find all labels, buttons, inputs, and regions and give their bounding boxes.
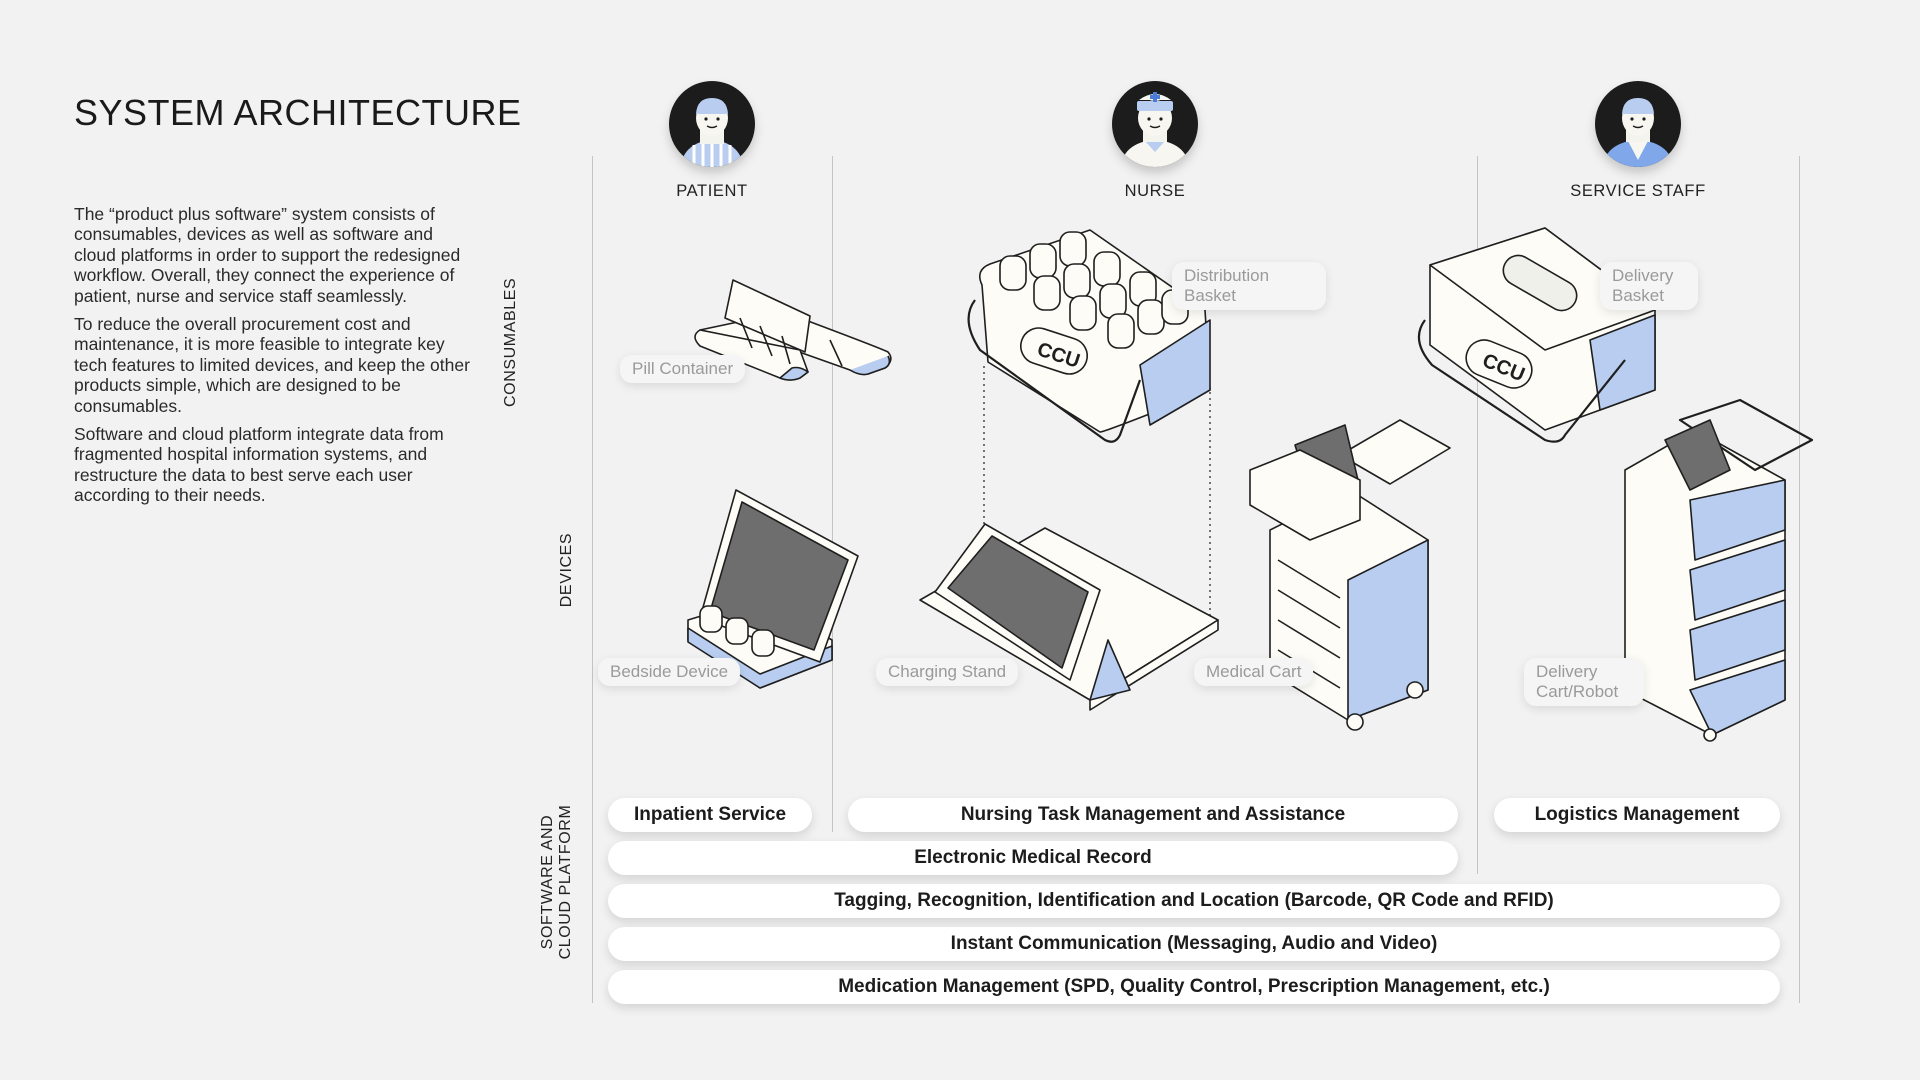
nurse-avatar-icon — [1112, 81, 1198, 167]
label-delivery-cart: Delivery Cart/Robot — [1524, 658, 1644, 706]
label-medical-cart: Medical Cart — [1194, 658, 1314, 686]
intro-paragraph-1: The “product plus software” system consi… — [74, 204, 461, 306]
software-inpatient-service: Inpatient Service — [608, 798, 812, 832]
label-pill-container: Pill Container — [620, 355, 746, 383]
delivery-basket-illustration: CCU — [1417, 227, 1656, 443]
charging-stand-illustration — [919, 523, 1219, 711]
user-label-service-staff: SERVICE STAFF — [1570, 182, 1706, 200]
label-delivery-cart-line1: Delivery — [1536, 662, 1598, 681]
basket-to-stand-guides — [983, 366, 1211, 620]
column-divider-right — [1799, 156, 1800, 1003]
label-distribution-basket: Distribution Basket — [1172, 262, 1326, 310]
distribution-basket-illustration: CCU — [967, 229, 1211, 443]
page-title: SYSTEM ARCHITECTURE — [74, 92, 522, 133]
intro-paragraph-2: To reduce the overall procurement cost a… — [74, 314, 470, 416]
service-staff-avatar-icon — [1595, 81, 1681, 167]
column-divider-patient-nurse — [832, 156, 833, 832]
column-divider-left — [592, 156, 593, 1003]
label-charging-stand: Charging Stand — [876, 658, 1019, 686]
label-distribution-basket-line2: Basket — [1184, 286, 1236, 305]
user-label-patient: PATIENT — [676, 182, 748, 200]
software-tagging-recognition: Tagging, Recognition, Identification and… — [608, 884, 1780, 918]
label-distribution-basket-line1: Distribution — [1184, 266, 1270, 285]
pill-container-illustration — [694, 279, 892, 381]
software-instant-communication: Instant Communication (Messaging, Audio … — [608, 927, 1780, 961]
label-delivery-basket: Delivery Basket — [1600, 262, 1698, 310]
intro-paragraph-3: Software and cloud platform integrate da… — [74, 424, 444, 506]
software-logistics-management: Logistics Management — [1494, 798, 1780, 832]
software-medication-management: Medication Management (SPD, Quality Cont… — [608, 970, 1780, 1004]
column-divider-nurse-staff — [1477, 156, 1478, 874]
bedside-device-illustration — [687, 489, 859, 689]
user-label-nurse: NURSE — [1124, 182, 1186, 200]
intro-text: The “product plus software” system consi… — [74, 204, 474, 514]
delivery-cart-illustration — [1624, 398, 1814, 742]
patient-avatar-icon — [669, 81, 755, 167]
software-nursing-task-management: Nursing Task Management and Assistance — [848, 798, 1458, 832]
label-delivery-cart-line2: Cart/Robot — [1536, 682, 1619, 701]
label-delivery-basket-line1: Delivery — [1612, 266, 1674, 285]
software-electronic-medical-record: Electronic Medical Record — [608, 841, 1458, 875]
label-delivery-basket-line2: Basket — [1612, 286, 1664, 305]
label-bedside-device: Bedside Device — [598, 658, 741, 686]
